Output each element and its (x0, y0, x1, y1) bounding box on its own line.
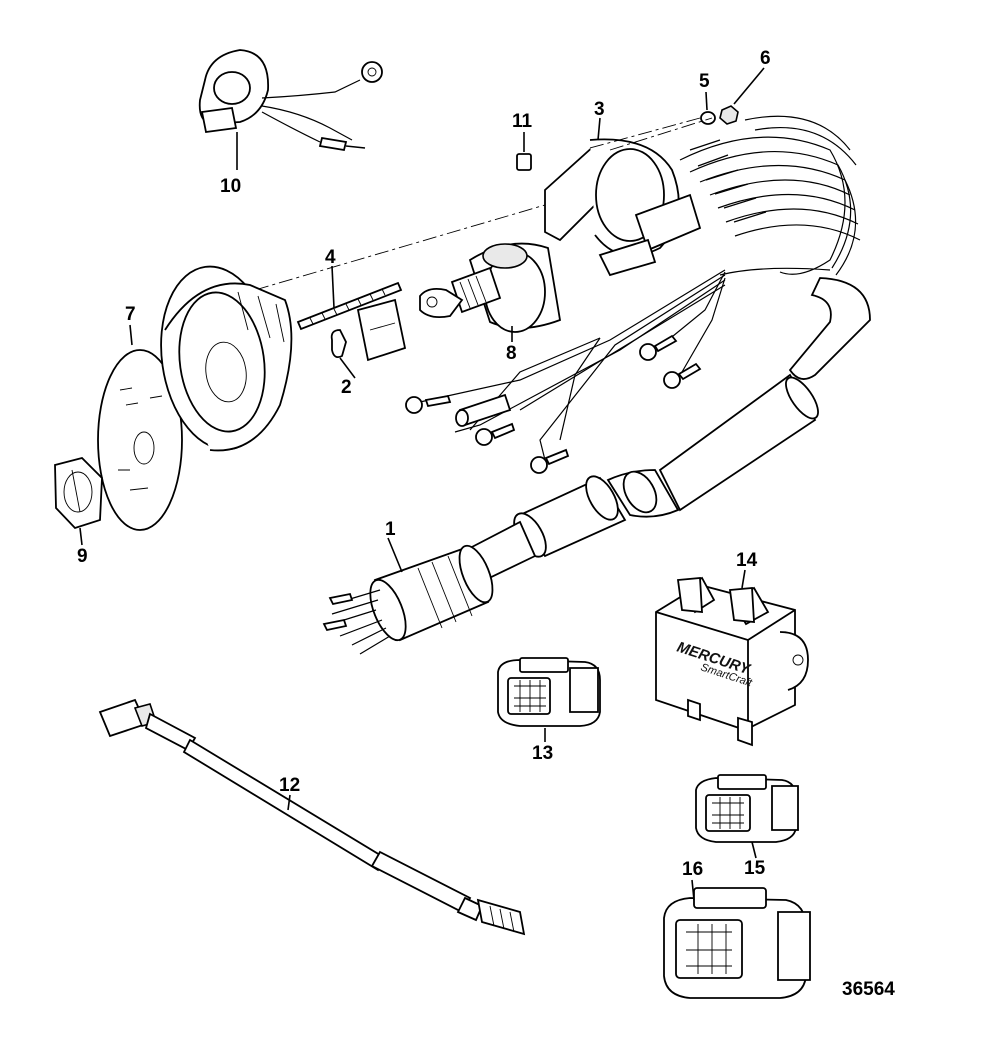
part-4-strip (296, 265, 403, 331)
part-16-connector (663, 879, 811, 999)
figure-number: 36564 (842, 979, 895, 1000)
part-12-harness (98, 698, 526, 936)
callout-8: 8 (506, 343, 517, 364)
part-harness-wires (405, 115, 861, 474)
callout-4: 4 (325, 247, 336, 268)
part-10-lanyard-switch (198, 49, 383, 170)
callout-2: 2 (341, 377, 352, 398)
part-14-junction-box: MERCURY SmartCraft (655, 569, 809, 747)
callout-9: 9 (77, 546, 88, 567)
part-1-ignition-switch (322, 537, 494, 655)
part-13-connector (497, 657, 601, 742)
part-panel-housing (160, 265, 293, 452)
callout-16: 16 (682, 859, 703, 880)
part-8-key-switch (419, 242, 562, 342)
callout-11: 11 (512, 111, 533, 132)
part-15-connector (695, 774, 799, 859)
callout-3: 3 (594, 99, 605, 120)
callout-13: 13 (532, 743, 553, 764)
part-9-nut (54, 456, 103, 546)
part-3-bracket (544, 117, 702, 277)
part-5-washer (700, 91, 716, 125)
callout-14: 14 (736, 550, 758, 571)
part-2-clip (330, 298, 407, 379)
part-cable-sheath (468, 277, 871, 582)
part-6-nut (719, 67, 765, 125)
callout-15: 15 (744, 858, 766, 879)
part-11-plug (516, 132, 532, 171)
callouts: 1 2 3 4 5 6 7 8 9 10 11 12 13 14 15 16 (77, 48, 771, 880)
callout-7: 7 (125, 304, 136, 325)
callout-6: 6 (760, 48, 771, 69)
callout-5: 5 (699, 71, 710, 92)
callout-1: 1 (385, 519, 396, 540)
part-7-decal (97, 324, 183, 531)
callout-10: 10 (220, 176, 241, 197)
callout-12: 12 (279, 775, 300, 796)
